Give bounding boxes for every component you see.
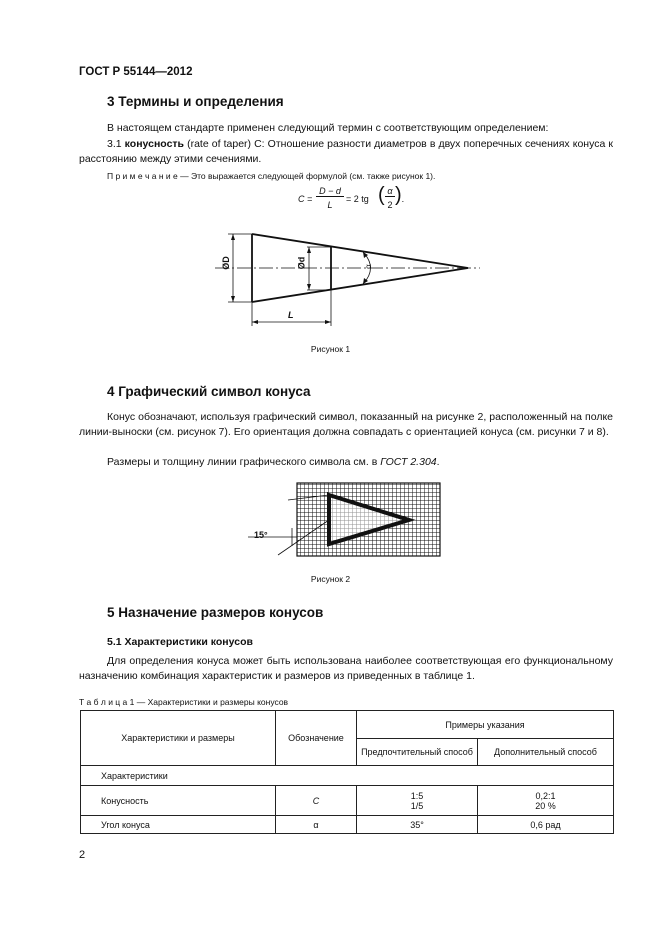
section-5-1-title: 5.1 Характеристики конусов <box>107 636 253 648</box>
term-bold: конусность <box>124 138 185 150</box>
term-definition: 3.1 конусность (rate of taper) C: Отноше… <box>79 137 613 167</box>
formula-end: . <box>402 194 405 204</box>
header-characteristics: Характеристики и размеры <box>80 710 276 766</box>
row-alternative: 0,6 рад <box>477 815 614 834</box>
p2-text: Размеры и толщину линии графического сим… <box>107 456 381 468</box>
page-number: 2 <box>79 849 86 861</box>
term-number: 3.1 <box>107 138 125 150</box>
preferred-line-1: 1:5 <box>410 790 424 801</box>
section-4-paragraph-2: Размеры и толщину линии графического сим… <box>107 455 613 470</box>
formula-alpha: α <box>385 186 395 197</box>
group-label: Характеристики <box>80 765 614 786</box>
term-rest: (rate of taper) C: Отношение разности ди… <box>79 138 613 165</box>
formula-paren-open: ( <box>378 184 385 206</box>
figure-2-caption: Рисунок 2 <box>310 574 351 584</box>
formula-two: 2 <box>387 200 393 210</box>
row-name: Угол конуса <box>80 815 276 834</box>
row-name: Конусность <box>80 785 276 816</box>
row-symbol: C <box>275 785 357 816</box>
table-row: Угол конуса α 35° 0,6 рад <box>80 815 614 834</box>
alternative-line-2: 20 % <box>535 800 556 811</box>
preferred-line-2: 1/5 <box>410 800 424 811</box>
document-header: ГОСТ Р 55144—2012 <box>79 66 193 78</box>
table-group-row: Характеристики <box>80 765 614 786</box>
header-examples: Примеры указания <box>356 710 614 739</box>
figure-1-cone-drawing <box>215 233 480 326</box>
figure-1-caption: Рисунок 1 <box>310 344 351 354</box>
label-D: ØD <box>220 256 231 270</box>
header-designation: Обозначение <box>275 710 357 766</box>
section-4-title: 4 Графический символ конуса <box>107 384 311 399</box>
label-alpha: α <box>363 264 373 269</box>
formula-numerator: D − d <box>316 186 344 197</box>
formula-mid: = 2 tg <box>346 194 369 204</box>
formula-denominator: L <box>327 200 333 210</box>
note: П р и м е ч а н и е — Это выражается сле… <box>107 171 436 181</box>
section-5-title: 5 Назначение размеров конусов <box>107 605 324 620</box>
section-5-paragraph: Для определения конуса может быть исполь… <box>79 655 613 682</box>
characteristics-table: Характеристики и размеры Обозначение При… <box>80 710 614 834</box>
angle-label: 15° <box>254 530 268 540</box>
row-preferred: 35° <box>356 815 478 834</box>
label-L: L <box>288 310 294 320</box>
alternative-line-1: 0,2:1 <box>535 790 556 801</box>
p2-end: . <box>436 456 440 468</box>
formula: C = D − d L = 2 tg ( α 2 ) . <box>298 184 418 214</box>
formula-paren-close: ) <box>395 184 402 206</box>
gost-reference: ГОСТ 2.304 <box>380 456 437 468</box>
table-subheader-row: Предпочтительный способ Дополнительный с… <box>81 738 614 766</box>
table-caption: Т а б л и ц а 1 — Характеристики и разме… <box>79 697 289 707</box>
section-3-intro: В настоящем стандарте применен следующий… <box>107 122 549 134</box>
header-alternative: Дополнительный способ <box>477 738 614 766</box>
row-symbol: α <box>275 815 357 834</box>
header-preferred: Предпочтительный способ <box>356 738 478 766</box>
section-3-title: 3 Термины и определения <box>107 94 284 109</box>
table-header-row: Характеристики и размеры Обозначение При… <box>80 710 614 766</box>
label-d: Ød <box>296 256 307 270</box>
formula-lhs: C = <box>298 194 313 204</box>
section-4-paragraph-1: Конус обозначают, используя графический … <box>79 411 613 438</box>
figure-2-cone-symbol <box>248 482 441 557</box>
